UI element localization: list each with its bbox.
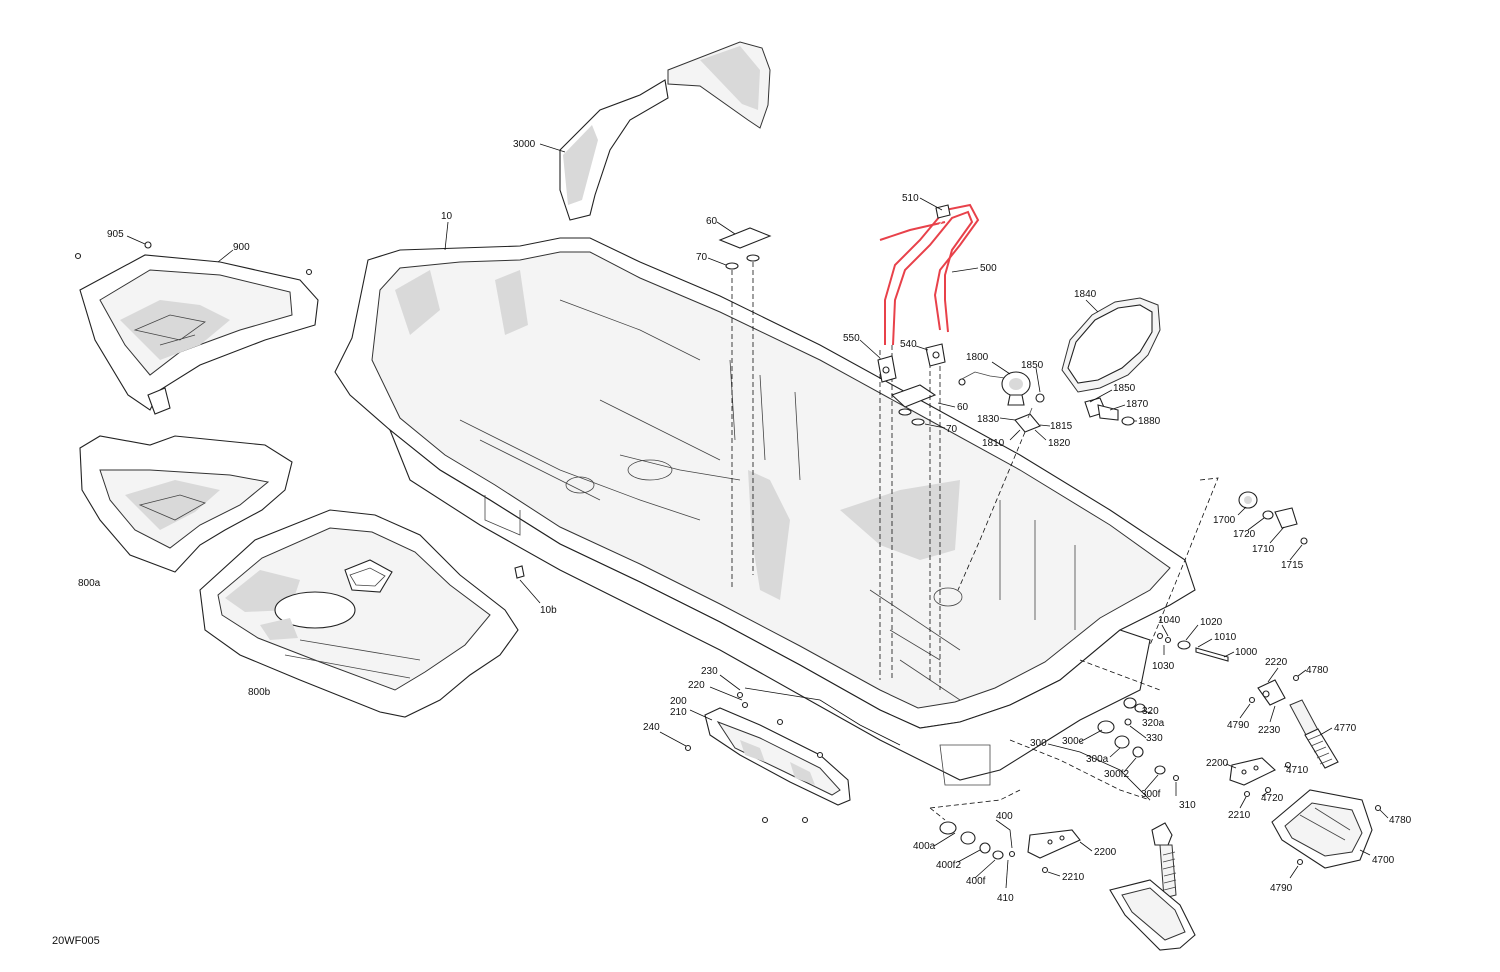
callout-320: 320	[1142, 706, 1159, 717]
part-500-hose-highlight	[879, 203, 980, 346]
callout-1880: 1880	[1138, 416, 1161, 427]
callout-10b: 10b	[540, 605, 557, 616]
callout-4780-upper: 4780	[1306, 665, 1329, 676]
callout-300f: 300f	[1141, 789, 1161, 800]
callout-2220-upper: 2220	[1265, 657, 1288, 668]
callout-310: 310	[1179, 800, 1196, 811]
callout-510: 510	[902, 193, 919, 204]
part-4770-ram	[1289, 699, 1339, 769]
callout-4780-lower: 4780	[1389, 815, 1412, 826]
callout-1040: 1040	[1158, 615, 1181, 626]
callout-210: 210	[670, 707, 687, 718]
callout-2200-lower: 2200	[1094, 847, 1117, 858]
part-1000-shaft	[1156, 632, 1229, 662]
part-320-fitting	[1123, 697, 1146, 713]
callout-1800: 1800	[966, 352, 989, 363]
callout-2210-lower: 2210	[1062, 872, 1085, 883]
part-3000-panel	[559, 41, 771, 221]
callout-1710: 1710	[1252, 544, 1275, 555]
callout-550: 550	[843, 333, 860, 344]
callout-800b: 800b	[248, 687, 271, 698]
callout-2210-upper: 2210	[1228, 810, 1251, 821]
part-4700-trim-tab	[1271, 789, 1373, 869]
callout-3000: 3000	[513, 139, 536, 150]
callout-60-upper: 60	[706, 216, 718, 227]
part-200-step	[704, 707, 851, 806]
part-800a-liner	[79, 435, 293, 573]
callout-905: 905	[107, 229, 124, 240]
callout-300: 300	[1030, 738, 1047, 749]
callout-1815: 1815	[1050, 421, 1073, 432]
callout-1820: 1820	[1048, 438, 1071, 449]
callout-60-lower: 60	[957, 402, 969, 413]
callout-1840: 1840	[1074, 289, 1097, 300]
callout-1850-upper: 1850	[1021, 360, 1044, 371]
callout-220: 220	[688, 680, 705, 691]
callout-410: 410	[997, 893, 1014, 904]
part-2200-bracket-upper	[1229, 757, 1292, 798]
callout-800a: 800a	[78, 578, 101, 589]
callout-1020: 1020	[1200, 617, 1223, 628]
callout-1850-lower: 1850	[1113, 383, 1136, 394]
callout-1810: 1810	[982, 438, 1005, 449]
callout-4790-upper: 4790	[1227, 720, 1250, 731]
part-1810-bracket	[1014, 407, 1041, 433]
callout-4720: 4720	[1261, 793, 1284, 804]
callout-300a: 300a	[1086, 754, 1109, 765]
callout-4770: 4770	[1334, 723, 1357, 734]
callout-1010: 1010	[1214, 632, 1237, 643]
callout-1700: 1700	[1213, 515, 1236, 526]
callout-320a: 320a	[1142, 718, 1165, 729]
callout-70-upper: 70	[696, 252, 708, 263]
part-800b-bin	[199, 509, 519, 718]
part-60-plate-upper	[718, 227, 772, 270]
callout-1830: 1830	[977, 414, 1000, 425]
part-1700-drain	[1238, 491, 1308, 545]
callout-540: 540	[900, 339, 917, 350]
callout-500: 500	[980, 263, 997, 274]
callout-200: 200	[670, 696, 687, 707]
callout-400f2: 400f2	[936, 860, 961, 871]
part-540-valve	[925, 343, 946, 367]
part-trim-tab-lower	[1109, 822, 1196, 951]
part-10-hull	[334, 237, 1196, 786]
callout-1000: 1000	[1235, 647, 1258, 658]
callout-4700: 4700	[1372, 855, 1395, 866]
callout-300c: 300c	[1062, 736, 1084, 747]
callout-2230: 2230	[1258, 725, 1281, 736]
callout-300f2: 300f2	[1104, 769, 1129, 780]
reference-code: 20WF005	[52, 935, 100, 947]
part-210-screws	[684, 691, 824, 824]
callout-4790-lower: 4790	[1270, 883, 1293, 894]
part-900-front-tray	[79, 254, 319, 415]
part-1840-hose	[1061, 297, 1161, 393]
callout-400a: 400a	[913, 841, 936, 852]
callout-400f: 400f	[966, 876, 986, 887]
callout-400: 400	[996, 811, 1013, 822]
callout-4710: 4710	[1286, 765, 1309, 776]
callout-1720: 1720	[1233, 529, 1256, 540]
callout-230: 230	[701, 666, 718, 677]
callout-1870: 1870	[1126, 399, 1149, 410]
part-550-fitting	[877, 355, 897, 383]
callout-2200-upper: 2200	[1206, 758, 1229, 769]
callout-240: 240	[643, 722, 660, 733]
part-1800-pump	[958, 371, 1031, 406]
part-400-drain	[939, 821, 1016, 860]
callout-70-lower: 70	[946, 424, 958, 435]
callout-10: 10	[441, 211, 453, 222]
part-2200-bracket-lower	[1027, 829, 1081, 874]
callout-330: 330	[1146, 733, 1163, 744]
part-2220-bracket	[1257, 679, 1286, 706]
part-300-drain	[1097, 720, 1180, 782]
callout-900: 900	[233, 242, 250, 253]
part-60-plate-lower	[890, 384, 937, 426]
callout-1030: 1030	[1152, 661, 1175, 672]
callout-1715: 1715	[1281, 560, 1304, 571]
